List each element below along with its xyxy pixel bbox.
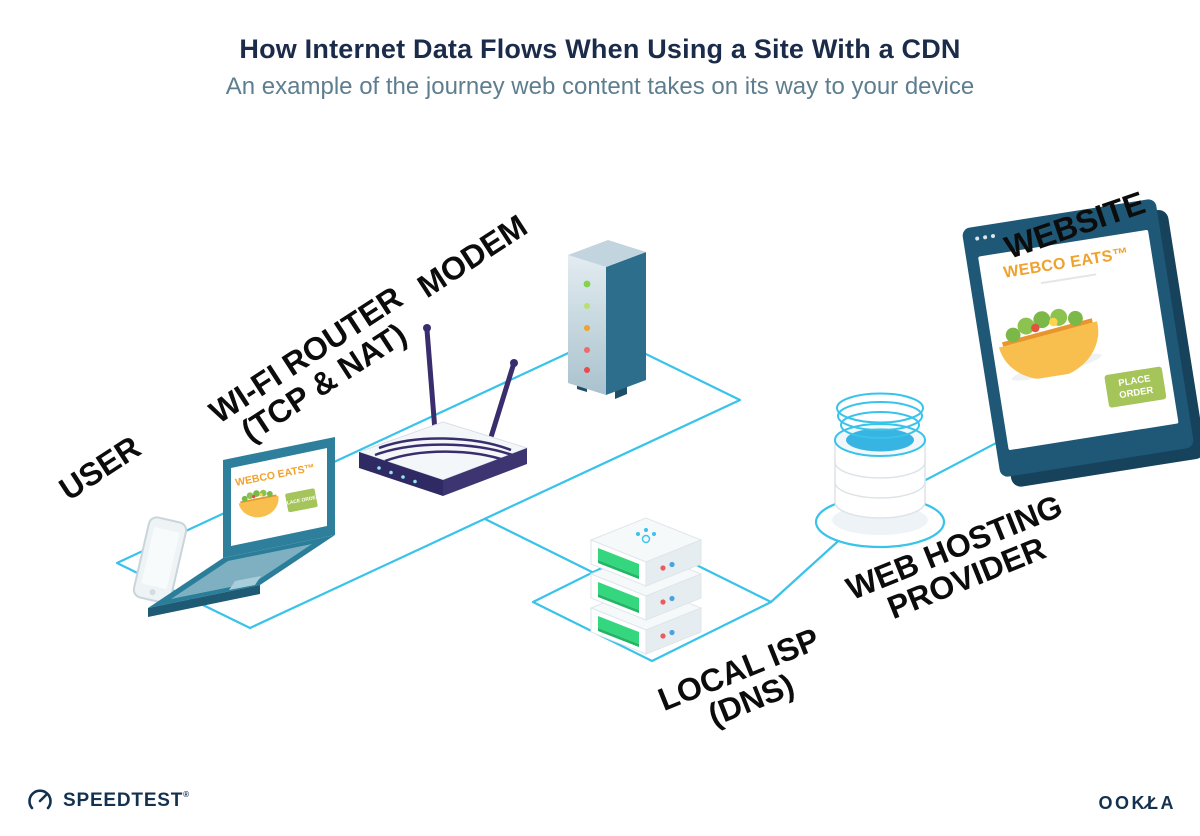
laptop-taco-icon: [238, 489, 279, 518]
router-status-lights: [377, 466, 417, 484]
user-device-illustration: WEBCO EATS™ PLACE ORDER: [132, 437, 335, 617]
speedtest-trademark: ®: [183, 790, 190, 799]
isp-connector-line: [483, 517, 594, 574]
modem-status-lights: [583, 280, 591, 373]
laptop-illustration: WEBCO EATS™ PLACE ORDER: [148, 437, 335, 617]
browser-frame: WEBCO EATS™ PLACE ORDER: [961, 198, 1195, 478]
page-subtitle: An example of the journey web content ta…: [225, 73, 975, 100]
home-network-path: [115, 333, 742, 630]
router-illustration: [357, 324, 529, 496]
taco-illustration: [998, 308, 1102, 381]
laptop-trackpad: [229, 576, 261, 590]
website-browser-illustration: WEBCO EATS™ PLACE ORDER: [961, 198, 1200, 489]
place-order-button: PLACE ORDER: [1104, 366, 1167, 408]
server-unit: [589, 517, 703, 587]
hosting-database-illustration: [814, 392, 946, 549]
header: How Internet Data Flows When Using a Sit…: [0, 34, 1200, 101]
speedtest-logo: SPEEDTEST®: [25, 786, 190, 816]
page-title: How Internet Data Flows When Using a Sit…: [239, 34, 961, 64]
modem-illustration: [568, 240, 646, 399]
speedtest-wordmark: SPEEDTEST®: [63, 790, 190, 811]
laptop-order-button: [285, 488, 318, 513]
laptop-keyboard: [171, 544, 312, 599]
ookla-logo: OOKLA: [1099, 793, 1177, 814]
phone-illustration: [132, 516, 188, 604]
isp-server-illustration: [589, 517, 703, 655]
browser-screen: WEBCO EATS™ PLACE ORDER: [978, 229, 1179, 451]
speedtest-gauge-icon: [28, 789, 52, 810]
ookla-wordmark: OOKLA: [1098, 793, 1176, 813]
browser-window-dots: [974, 233, 996, 241]
database-water-fill: [846, 428, 914, 452]
